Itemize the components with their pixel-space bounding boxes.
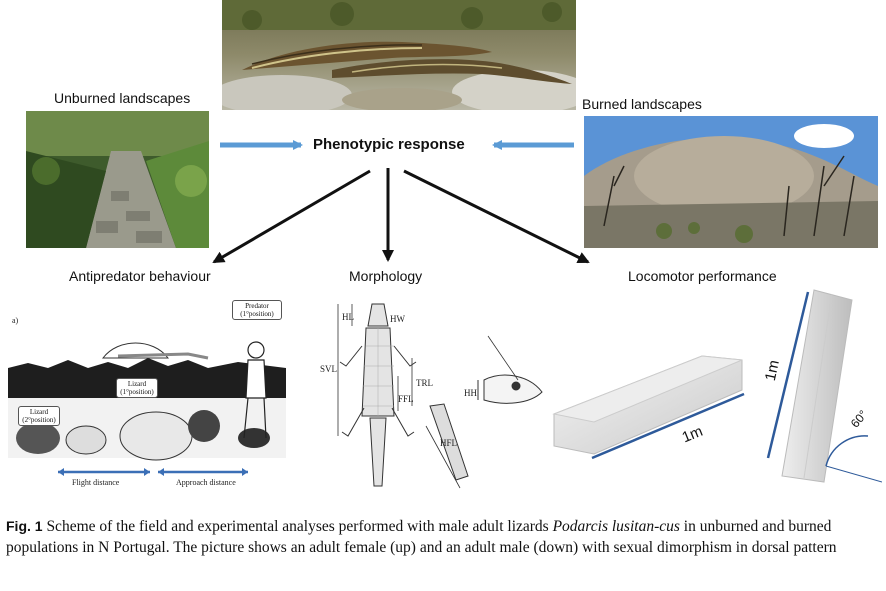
figure-label: Fig. 1 [6, 518, 43, 534]
burned-landscape-photo [584, 116, 878, 248]
lizard-photo-art [222, 0, 576, 110]
locomotor-panel: 1m 1m 60° [552, 286, 883, 492]
ffl-label: FFL [398, 394, 414, 404]
angle-arc [825, 435, 869, 467]
response-to-antipredator-arrow [212, 169, 371, 264]
horizontal-length-line [591, 392, 745, 460]
lizard-second-position-bubble: Lizard (2°position) [18, 406, 60, 426]
lizard-first-position-bubble: Lizard (1°position) [116, 378, 158, 398]
flight-distance-label: Flight distance [72, 478, 120, 487]
figure-caption: Fig. 1 Scheme of the field and experimen… [6, 516, 880, 558]
locomotor-performance-label: Locomotor performance [628, 268, 777, 284]
morphology-label: Morphology [349, 268, 423, 284]
svl-label: SVL [320, 364, 338, 374]
unburned-landscapes-label: Unburned landscapes [54, 90, 191, 106]
phenotypic-response-title: Phenotypic response [313, 136, 465, 153]
lizard-photo [222, 0, 576, 110]
arrows-layer [212, 140, 590, 264]
approach-distance-label: Approach distance [176, 478, 236, 487]
caption-text-before: Scheme of the field and experimental ana… [42, 518, 553, 535]
burned-landscapes-label: Burned landscapes [582, 96, 702, 112]
hfl-label: HFL [440, 438, 458, 448]
morphology-panel: HL HW SVL TRL FFL HH HFL [318, 296, 550, 494]
antipredator-panel: a) Predator (1°position) Lizard (1°posit… [8, 298, 286, 490]
caption-text-after: in unburned and burned populations in N … [6, 518, 837, 556]
inclined-length-line [766, 291, 810, 459]
inclined-track [781, 289, 853, 483]
unburned-landscape-photo [26, 111, 209, 248]
predator-bubble: Predator (1°position) [232, 300, 282, 320]
caption-species-name: Podarcis lusitan-cus [552, 518, 680, 535]
trl-label: TRL [416, 378, 433, 388]
hl-label: HL [342, 312, 354, 322]
hh-label: HH [464, 388, 477, 398]
antipredator-behaviour-label: Antipredator behaviour [69, 268, 211, 284]
response-to-locomotor-arrow [403, 169, 590, 264]
hw-label: HW [390, 314, 405, 324]
panel-letter-a: a) [12, 316, 19, 325]
